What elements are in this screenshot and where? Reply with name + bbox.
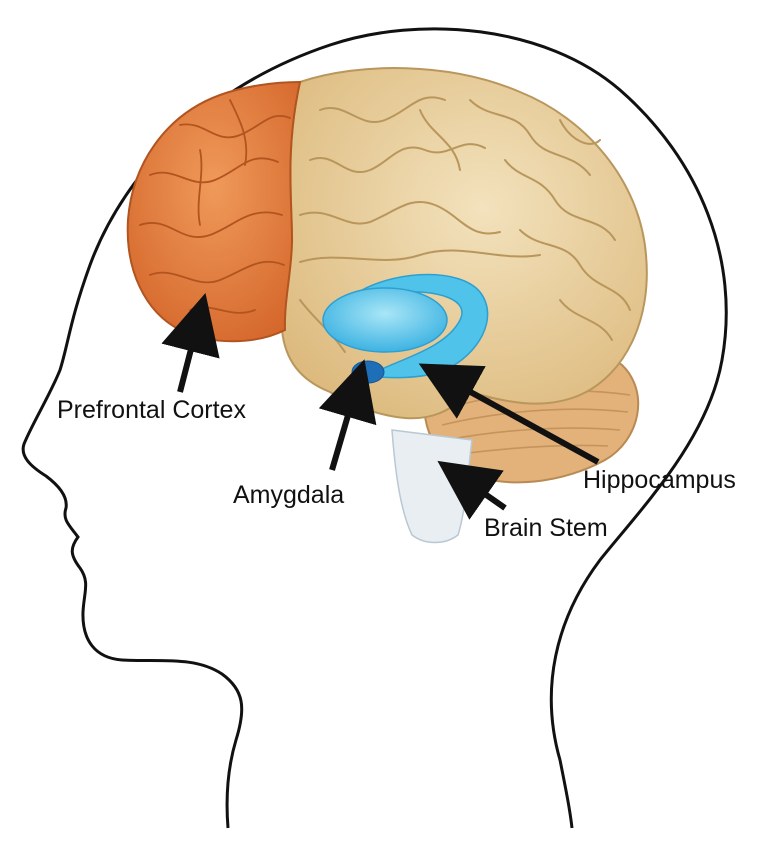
prefrontal-cortex-region — [128, 82, 300, 341]
prefrontal-cortex-label: Prefrontal Cortex — [57, 398, 246, 423]
amygdala-region — [352, 361, 384, 383]
hippocampus-label: Hippocampus — [583, 468, 736, 493]
hippocampus-body — [323, 288, 447, 352]
amygdala-label: Amygdala — [233, 483, 344, 508]
brain-stem — [392, 430, 472, 543]
cerebrum — [282, 68, 647, 418]
brain-stem-label: Brain Stem — [484, 516, 608, 541]
brain-stem-arrow — [462, 478, 505, 508]
